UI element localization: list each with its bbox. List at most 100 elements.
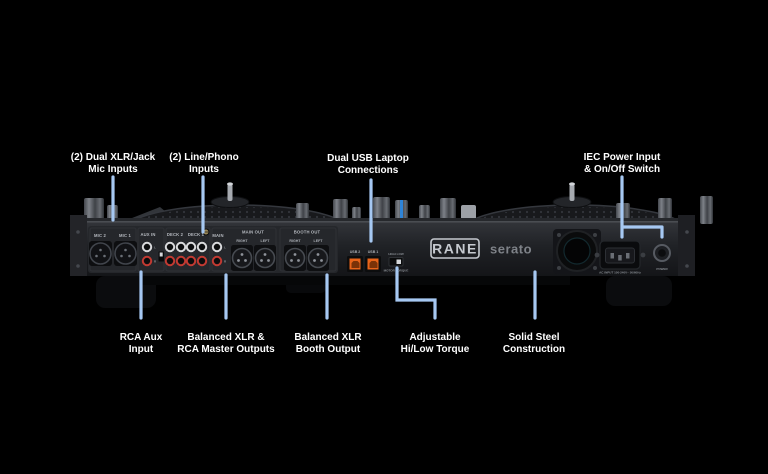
spindle-tip-left	[227, 182, 233, 186]
panel-top-highlight	[70, 221, 695, 223]
usb-port-2	[347, 256, 363, 272]
rca-jack-red	[211, 255, 223, 267]
knob	[333, 199, 348, 224]
callout-text: Dual USB Laptop	[327, 153, 409, 164]
power-button: POWER	[653, 244, 671, 271]
booth-out-xlr-left	[307, 245, 329, 271]
aux-l-label: L	[154, 246, 156, 250]
master-outputs: MAIN OUT MAIN L R RIGHT LEFT	[211, 230, 276, 271]
mic-inputs: MIC 2 MIC 1	[89, 233, 137, 266]
end-cap-right	[678, 215, 695, 276]
spindle-left	[210, 182, 250, 208]
callout-text: RCA Aux	[120, 332, 163, 343]
mic1-label: MIC 1	[119, 233, 131, 238]
booth-out-xlr-right	[284, 245, 306, 271]
screw	[685, 230, 689, 234]
callout-text: Balanced XLR &	[187, 332, 264, 343]
booth-outputs: BOOTH OUT RIGHT LEFT	[284, 230, 329, 271]
callout-usb-connections: Dual USB Laptop Connections	[327, 153, 409, 176]
callout-text: (2) Dual XLR/Jack	[71, 152, 156, 163]
callout-booth-output: Balanced XLR Booth Output	[294, 332, 362, 355]
callout-text: IEC Power Input	[584, 152, 661, 163]
mic2-combo-jack	[89, 241, 112, 266]
spindle-right	[552, 182, 592, 208]
rear-panel: MIC 2 MIC 1 AUX IN L R	[70, 215, 695, 276]
mic2-label: MIC 2	[94, 233, 106, 238]
rca-jack-red	[141, 255, 153, 267]
callout-text: Solid Steel	[508, 332, 559, 343]
power-label: POWER	[656, 267, 668, 271]
deck1-rca-jacks	[185, 241, 208, 267]
callout-rca-aux-input: RCA Aux Input	[120, 332, 163, 355]
usb-port-1	[365, 256, 381, 272]
knob	[700, 196, 713, 224]
high-low-label: HIGH LOW	[388, 252, 403, 256]
knob	[440, 198, 456, 224]
deck2-label: DECK 2	[167, 232, 184, 237]
callout-master-outputs: Balanced XLR & RCA Master Outputs	[177, 332, 275, 355]
panel-chamfer	[70, 218, 695, 223]
brand-logos: RANE serato	[430, 238, 532, 259]
booth-right-label: RIGHT	[289, 239, 301, 243]
spindle-pin-left	[227, 184, 233, 201]
usb-ports: USB 2 USB 1	[347, 250, 381, 272]
rca-jack-white	[141, 241, 153, 253]
switch-slider	[159, 252, 163, 257]
booth-left-label: LEFT	[314, 239, 324, 243]
ac-rating-label: AC INPUT 100-240V~ 50/60Hz	[599, 271, 641, 275]
leader-lines	[111, 175, 664, 320]
screw	[594, 252, 600, 258]
main-out-xlr-right	[231, 245, 253, 271]
foot-right	[606, 276, 672, 306]
callout-text: Inputs	[189, 164, 219, 175]
callout-text: Mic Inputs	[88, 164, 138, 175]
knob	[84, 198, 104, 224]
screw	[593, 266, 597, 270]
callout-iec-power: IEC Power Input & On/Off Switch	[584, 152, 661, 175]
spindle-pin-right	[569, 184, 575, 201]
underside-shadow	[140, 276, 570, 285]
callout-mic-inputs: (2) Dual XLR/Jack Mic Inputs	[71, 152, 156, 175]
iec-pin	[626, 253, 630, 259]
knob	[373, 197, 390, 224]
callout-torque: Adjustable Hi/Low Torque	[401, 332, 470, 355]
screw	[76, 264, 80, 268]
end-cap-left	[70, 215, 87, 276]
callout-text: Booth Output	[296, 344, 361, 355]
main-out-label: MAIN OUT	[242, 230, 264, 235]
screw	[640, 252, 646, 258]
serato-logo: serato	[490, 242, 532, 257]
iec-pin	[618, 255, 622, 261]
screw	[76, 230, 80, 234]
dj-controller-rear-view: MIC 2 MIC 1 AUX IN L R	[70, 182, 713, 308]
screw	[557, 266, 561, 270]
main-l-label: L	[224, 246, 226, 250]
usb2-label: USB 2	[350, 250, 361, 254]
mic1-combo-jack	[114, 241, 137, 266]
deck2-rca-jacks	[164, 241, 187, 267]
callout-text: (2) Line/Phono	[169, 152, 238, 163]
screw	[593, 233, 597, 237]
usb1-label: USB 1	[368, 250, 379, 254]
callout-text: Balanced XLR	[294, 332, 362, 343]
fan-vent	[553, 229, 601, 274]
deck-inputs: DECK 2 DECK 1	[164, 228, 210, 267]
callout-text: Hi/Low Torque	[401, 344, 470, 355]
deck1-label: DECK 1	[188, 232, 205, 237]
callout-line-phono-inputs: (2) Line/Phono Inputs	[169, 152, 238, 175]
rane-logo-box	[430, 238, 480, 259]
switch-slider	[396, 259, 401, 264]
screw	[557, 233, 561, 237]
callout-text: Connections	[338, 165, 399, 176]
booth-out-label: BOOTH OUT	[294, 230, 321, 235]
aux-in-label: AUX IN	[140, 232, 155, 237]
rane-logo: RANE	[432, 241, 478, 257]
callout-text: Input	[129, 344, 154, 355]
rubber-feet	[96, 276, 672, 308]
iec-pin	[610, 253, 614, 259]
main-right-label: RIGHT	[236, 239, 248, 243]
main-left-label: LEFT	[261, 239, 271, 243]
callout-solid-steel: Solid Steel Construction	[503, 332, 565, 355]
aux-input: AUX IN L R	[140, 232, 165, 267]
